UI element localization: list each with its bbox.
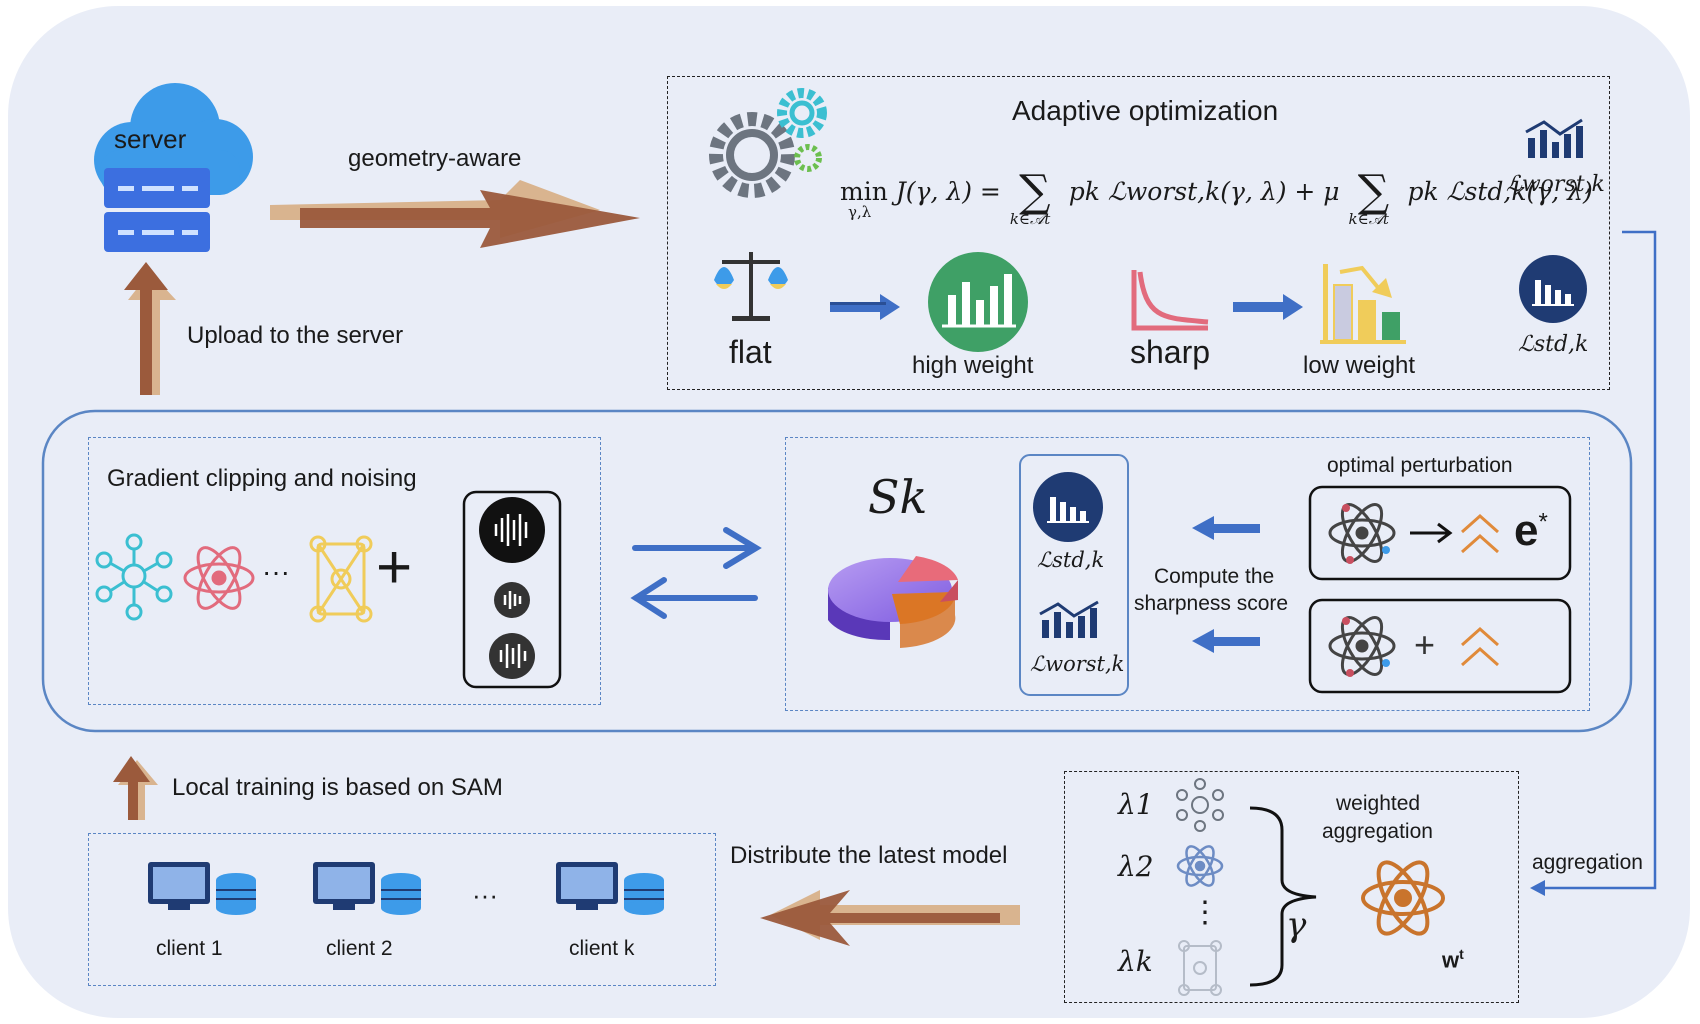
pie-chart-icon [828, 556, 958, 648]
network-yellow-icon [309, 535, 373, 623]
aggregation-label: aggregation [1532, 851, 1643, 874]
chevron-up-icon-2 [1461, 626, 1499, 667]
panel-std-label: ℒstd,k [1037, 548, 1105, 572]
formula-min: min [840, 177, 888, 206]
upload-arrow [124, 262, 176, 395]
perturbation-box-2 [1308, 598, 1572, 694]
flat-to-high-arrow [830, 294, 900, 320]
aggregation-brace [1249, 806, 1317, 987]
perturbation-box-1 [1308, 485, 1572, 581]
formula-sum-sub-1: k∈𝒜t [1009, 210, 1051, 228]
sharp-label: sharp [1130, 334, 1211, 370]
atom-dark-icon-1 [1328, 503, 1396, 564]
balance-scale-icon [714, 252, 788, 321]
client-1-label: client 1 [156, 937, 223, 960]
sharp-to-low-arrow [1233, 294, 1303, 320]
client-k-icon [556, 862, 664, 915]
background-panel [8, 6, 1690, 1018]
std-legend-icon [1519, 255, 1587, 323]
high-weight-label: high weight [912, 352, 1034, 379]
server-label: server [114, 124, 187, 154]
gradient-box [88, 437, 601, 705]
low-weight-label: low weight [1303, 352, 1416, 379]
chevron-up-icon-1 [1461, 513, 1499, 554]
sharpness-box [785, 437, 1590, 711]
geometry-aware-label: geometry-aware [348, 145, 522, 172]
exchange-arrows [630, 527, 762, 619]
weighted-label-1: weighted [1336, 792, 1421, 815]
atom-orange-icon [1361, 860, 1445, 936]
formula-sum-2: ∑ [1357, 166, 1390, 217]
adaptive-optimization-box [667, 76, 1610, 390]
panel-worst-label: ℒworst,k [1030, 652, 1125, 676]
atom-dark-icon-2 [1328, 616, 1396, 677]
sk-label: Sk [868, 470, 928, 524]
worst-panel-icon [1039, 600, 1099, 638]
low-weight-chart-icon [1320, 264, 1406, 344]
gears-icon [709, 88, 827, 198]
aggregation-box [1064, 771, 1519, 1003]
e-star-label: e* [1514, 506, 1548, 555]
compute-label-2: sharpness score [1134, 592, 1289, 615]
high-weight-chart-icon [928, 252, 1028, 352]
formula-lhs: J(γ, λ) = [895, 177, 1001, 206]
client-2-icon [313, 862, 421, 915]
noise-panel [462, 490, 562, 689]
weighted-label-2: aggregation [1322, 820, 1433, 843]
lambda-k: λk [1118, 945, 1153, 978]
flat-label: flat [729, 334, 772, 370]
compute-label-1: Compute the [1154, 565, 1275, 588]
std-legend-label: ℒstd,k [1518, 332, 1589, 357]
lambda-2: λ2 [1118, 850, 1154, 883]
optimal-perturbation-label: optimal perturbation [1327, 454, 1513, 477]
perturbation-plus: + [1414, 624, 1436, 665]
clients-box [88, 833, 716, 986]
molecule-teal-icon [95, 533, 173, 621]
clients-ellipsis: ··· [472, 880, 498, 910]
geometry-aware-arrow [270, 180, 640, 248]
upload-label: Upload to the server [187, 322, 404, 349]
middle-container [41, 409, 1633, 733]
formula-term1: pk ℒworst,k(γ, λ) + μ [1068, 177, 1340, 206]
worst-legend-icon [1525, 118, 1583, 158]
formula-sum-sub-2: k∈𝒜t [1348, 210, 1389, 228]
lambda2-atom-icon [1176, 845, 1224, 887]
client-k-label: client k [569, 937, 635, 960]
distribute-arrow [760, 890, 1020, 946]
lambda1-network-icon [1176, 778, 1224, 832]
lambdak-network-icon [1178, 940, 1222, 996]
gradient-plus: + [376, 533, 413, 602]
adaptive-title: Adaptive optimization [1012, 95, 1279, 126]
wt-label: wt [1442, 946, 1464, 973]
compute-arrows [1192, 516, 1260, 653]
client-1-icon [148, 862, 256, 915]
aggregation-connector [1545, 230, 1657, 890]
server-icon [104, 168, 210, 252]
sharp-curve-icon [1131, 270, 1209, 331]
formula-term2: pk ℒstd,k(γ, λ) [1407, 177, 1593, 206]
right-arrow-icon [1410, 522, 1453, 544]
formula-min-sub: γ,λ [848, 203, 872, 221]
formula-sum-1: ∑ [1019, 166, 1051, 217]
gamma-label: γ [1286, 905, 1307, 945]
aggregation-dots: ⋮ [1190, 896, 1220, 929]
gradient-ellipsis: ··· [262, 556, 290, 587]
local-training-label: Local training is based on SAM [172, 774, 503, 801]
atom-pink-icon [183, 546, 255, 610]
std-panel-icon [1033, 472, 1103, 542]
lambda-1: λ1 [1118, 788, 1154, 821]
worst-legend-label: ℒworst,k [1506, 172, 1605, 197]
local-training-arrow [113, 756, 158, 820]
distribute-label: Distribute the latest model [730, 842, 1008, 869]
client-2-label: client 2 [326, 937, 393, 960]
gradient-title: Gradient clipping and noising [107, 465, 417, 492]
loss-panel [1019, 454, 1129, 696]
